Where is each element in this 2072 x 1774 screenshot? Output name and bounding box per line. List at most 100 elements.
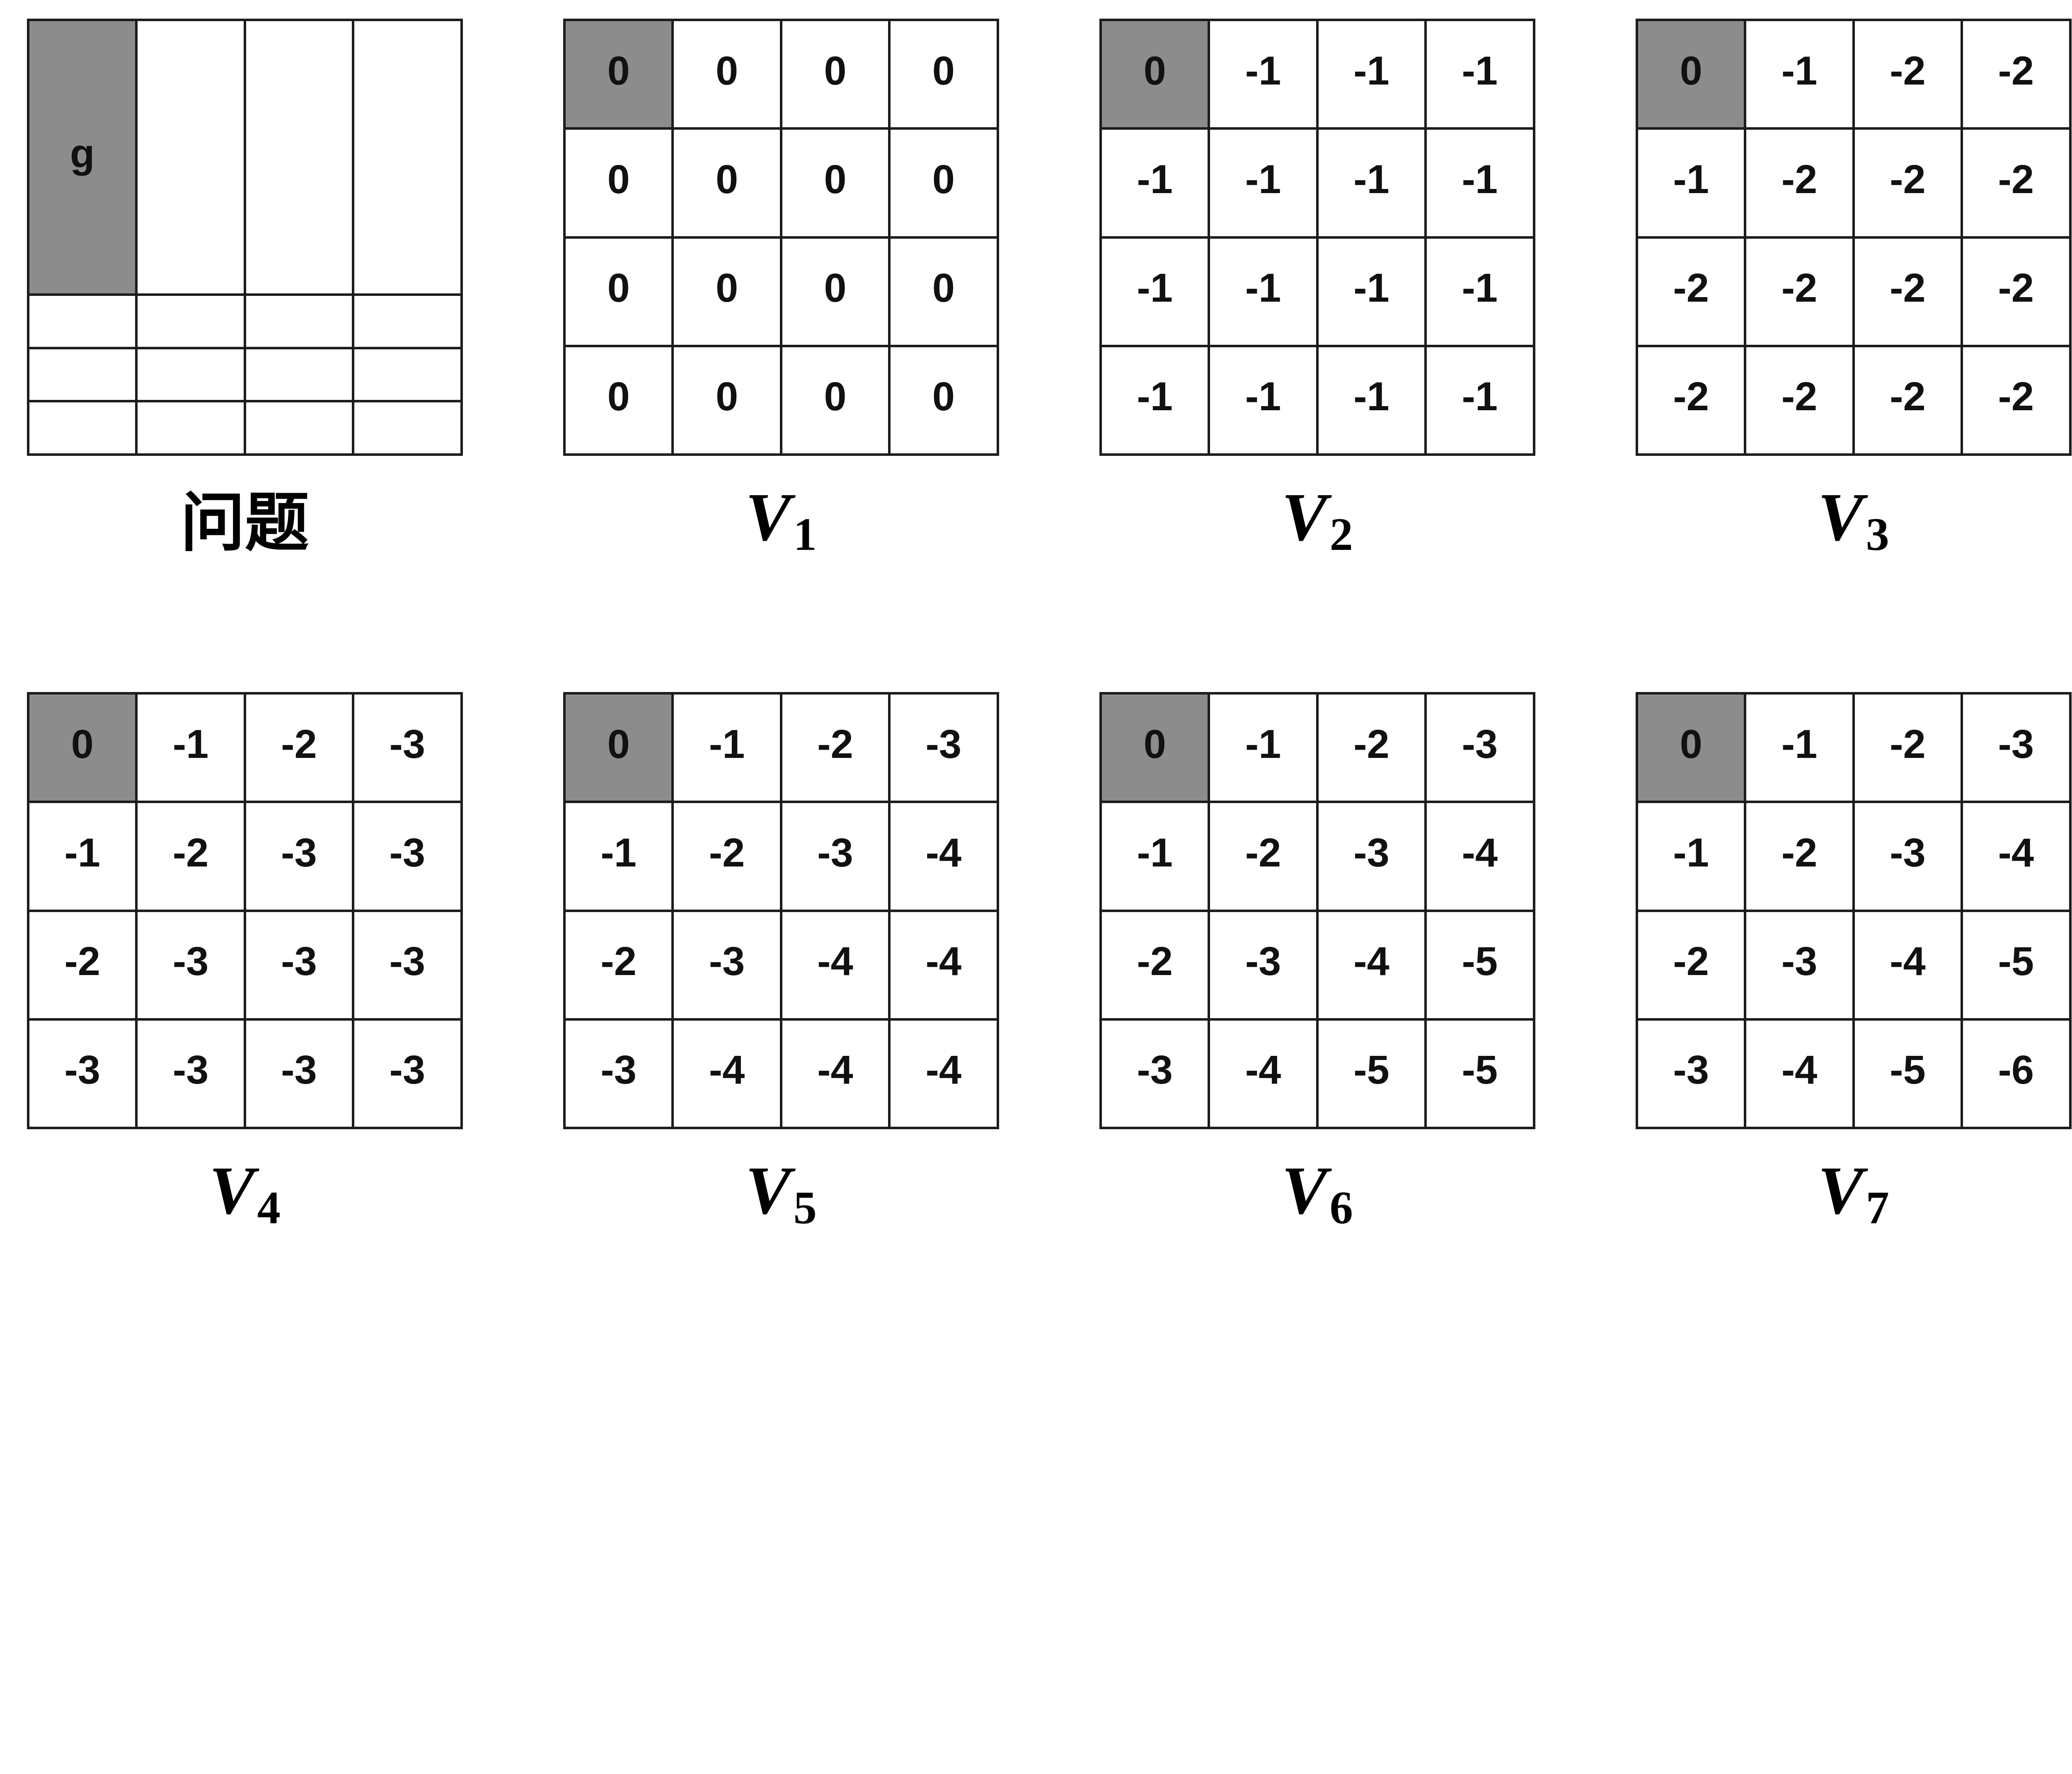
grid-cell: -2 (1635, 344, 1747, 456)
grid-v5: 0-1-2-3-1-2-3-4-2-3-4-4-3-4-4-4 (563, 692, 999, 1130)
grid-table-row: -2-3-4-4 (563, 909, 999, 1021)
grid-cell: -2 (1961, 236, 2072, 347)
grid-cell: -3 (779, 801, 891, 912)
grid-cell (135, 400, 246, 456)
grid-cell: -3 (243, 801, 355, 912)
grid-cell: -1 (135, 692, 246, 804)
grid-cell: -1 (1316, 18, 1427, 130)
grid-cell: -4 (888, 1018, 999, 1130)
grid-cell: -2 (1852, 127, 1963, 239)
grid-cell: 0 (888, 236, 999, 347)
grid-table-row: 0-1-2-2 (1635, 18, 2072, 130)
grid-cell (352, 400, 463, 456)
grid-cell: 0 (671, 127, 782, 239)
grid-cell: -5 (1852, 1018, 1963, 1130)
grid-cell: -1 (563, 801, 674, 912)
grid-cell: -2 (1744, 801, 1855, 912)
grid-cell: -3 (1961, 692, 2072, 804)
grid-table-row: -1-2-3-4 (563, 801, 999, 912)
grid-table-row: 0-1-2-3 (27, 692, 463, 804)
grid-cell: -1 (671, 692, 782, 804)
grid-cell: -1 (1208, 692, 1319, 804)
grid-table-row: -1-2-3-4 (1635, 801, 2072, 912)
grid-table-row: -2-2-2-2 (1635, 236, 2072, 347)
grid-v6: 0-1-2-3-1-2-3-4-2-3-4-5-3-4-5-5 (1099, 692, 1535, 1130)
grid-cell: -4 (671, 1018, 782, 1130)
grid-cell: -3 (135, 1018, 246, 1130)
grid-cell: -2 (1961, 344, 2072, 456)
grid-cell: -3 (1099, 1018, 1210, 1130)
grid-cell: -2 (1852, 344, 1963, 456)
goal-cell: 0 (1099, 18, 1210, 130)
grid-table-row (27, 400, 463, 456)
grid-table-row: -1-2-3-3 (27, 801, 463, 912)
grid-cell: -1 (1635, 801, 1747, 912)
goal-cell: 0 (563, 18, 674, 130)
grid-table-row: -3-3-3-3 (27, 1018, 463, 1130)
grid-cell: -3 (1424, 692, 1535, 804)
goal-cell: 0 (1635, 692, 1747, 804)
label-base: V (745, 1152, 791, 1228)
grid-cell: -2 (1961, 127, 2072, 239)
grid-cell: -2 (1635, 909, 1747, 1021)
grid-cell: -2 (243, 692, 355, 804)
grid-cell: -5 (1424, 909, 1535, 1021)
grid-cell (135, 19, 246, 296)
grid-cell: 0 (671, 18, 782, 130)
grid-cell: -3 (352, 692, 463, 804)
grid-cell: 0 (779, 127, 891, 239)
grid-table-row: -1-1-1-1 (1099, 344, 1535, 456)
grid-cell: -2 (779, 692, 891, 804)
label-base: V (1281, 479, 1327, 555)
grid-cell: -5 (1316, 1018, 1427, 1130)
grid-v2: 0-1-1-1-1-1-1-1-1-1-1-1-1-1-1-1 (1099, 18, 1535, 456)
grid-cell (243, 19, 355, 296)
grid-v3: 0-1-2-2-1-2-2-2-2-2-2-2-2-2-2-2 (1635, 18, 2072, 456)
grid-cell: -1 (1208, 18, 1319, 130)
grid-cell: -3 (1852, 801, 1963, 912)
goal-cell: 0 (1635, 18, 1747, 130)
grid-cell: -1 (1208, 127, 1319, 239)
grid-cell: -4 (779, 1018, 891, 1130)
grid-cell: -1 (1424, 18, 1535, 130)
label-subscript: 3 (1866, 508, 1889, 560)
grid-cell: -2 (1099, 909, 1210, 1021)
grid-cell: 0 (888, 18, 999, 130)
grid-cell (243, 293, 355, 349)
grid-cell: -1 (1424, 344, 1535, 456)
grid-problem: g (27, 19, 463, 456)
label-subscript: 6 (1329, 1182, 1353, 1232)
grid-table-row (27, 346, 463, 403)
grid-table-row: -2-3-3-3 (27, 909, 463, 1021)
grid-cell: 0 (888, 127, 999, 239)
grid-cell: -3 (27, 1018, 138, 1130)
grid-table-row: -3-4-4-4 (563, 1018, 999, 1130)
grid-table-row: -2-2-2-2 (1635, 344, 2072, 456)
goal-cell: 0 (27, 692, 138, 804)
grid-cell: -1 (1208, 344, 1319, 456)
grid-v7: 0-1-2-3-1-2-3-4-2-3-4-5-3-4-5-6 (1635, 692, 2072, 1130)
panel-label-problem: 问题 (180, 488, 309, 559)
grid-cell: -3 (135, 909, 246, 1021)
grid-cell: -1 (1099, 127, 1210, 239)
grid-cell: -5 (1961, 909, 2072, 1021)
grid-cell: -1 (1099, 801, 1210, 912)
grid-cell: -2 (27, 909, 138, 1021)
panel-problem: g 问题 (27, 19, 463, 559)
label-base: V (209, 1152, 255, 1228)
grid-cell: -1 (1424, 236, 1535, 347)
grid-cell: -2 (1744, 236, 1855, 347)
grid-cell: -1 (1744, 692, 1855, 804)
